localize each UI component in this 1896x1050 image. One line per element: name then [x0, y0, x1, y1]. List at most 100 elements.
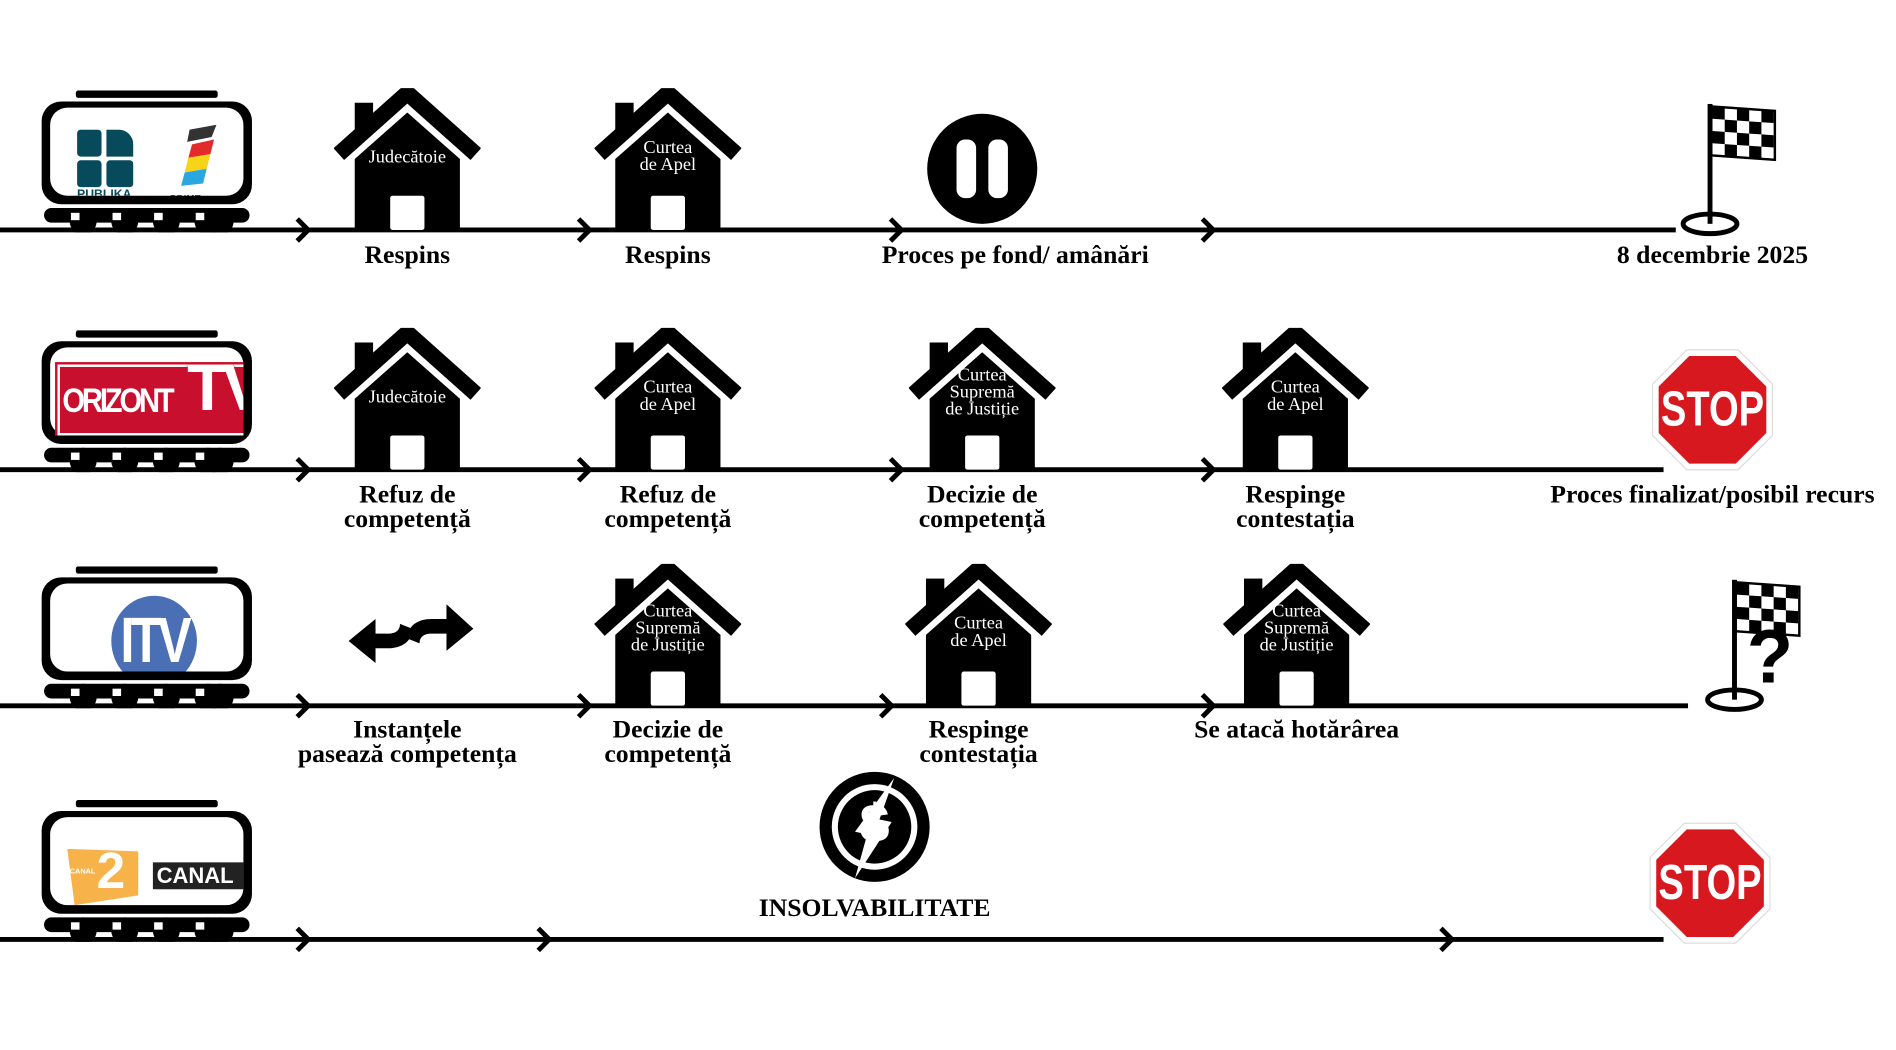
- step-label-line: Decizie de: [612, 714, 724, 744]
- step-label-line: Instanțele: [353, 714, 462, 744]
- arrow-chevron-icon: [295, 217, 312, 243]
- channel-logos: PUBLIKA PRIME: [50, 108, 243, 196]
- train-publika-prime: PUBLIKA PRIME: [41, 90, 252, 233]
- step-label-line: Decizie de: [926, 479, 1038, 509]
- court-name-line: de Justiție: [1259, 636, 1334, 656]
- step-label: Proces pe fond/ amânări: [882, 242, 1149, 268]
- swap-arrows-icon: [348, 604, 474, 663]
- pause-icon: [927, 113, 1038, 224]
- arrow-chevron-icon: [1200, 217, 1217, 243]
- stop-sign-text: STOP: [1658, 855, 1762, 910]
- arrow-chevron-icon: [295, 926, 312, 953]
- court-name-line: de Apel: [950, 631, 1007, 651]
- court-name-line: Curtea: [954, 614, 1004, 634]
- canal3-logo-text: CANAL: [156, 863, 234, 889]
- court-name-line: Supremă: [949, 382, 1015, 403]
- arrow-chevron-icon: [1439, 926, 1456, 953]
- step-label-line: Refuz de: [619, 479, 717, 509]
- itv-logo-text: ITV: [120, 605, 191, 672]
- orizont-tv-logo: [57, 364, 244, 436]
- itv-logo-circle: [111, 595, 197, 672]
- arrow-chevron-icon: [576, 456, 594, 483]
- court-name-line: Curtea: [643, 601, 693, 622]
- court-name-line: de Apel: [639, 155, 697, 175]
- stop-sign-icon: STOP: [1649, 822, 1771, 944]
- end-label: Proces finalizat/posibil recurs: [1550, 479, 1875, 509]
- publika-logo-icon: [77, 129, 134, 188]
- canal2-logo-text: CANAL: [69, 868, 96, 876]
- timeline-track: [0, 926, 1664, 953]
- orizont-logo-text: ORIZONT: [62, 381, 174, 420]
- publika-logo-text: PUBLIKA: [77, 188, 132, 196]
- step-label-line: competență: [604, 738, 732, 769]
- end-label-line: Proces finalizat/posibil recurs: [1550, 479, 1875, 509]
- step-label-line: Respins: [625, 239, 711, 270]
- step-label-line: INSOLVABILITATE: [758, 892, 991, 923]
- canal2-logo-number: 2: [96, 841, 126, 900]
- court-name-line: de Apel: [1267, 395, 1324, 415]
- channel-logos: CANAL 2 CANAL 3: [50, 817, 244, 906]
- court-name-line: de Justiție: [630, 636, 705, 656]
- dollar-sign: $: [859, 793, 890, 854]
- house-icon: [594, 88, 742, 230]
- house-icon: [1221, 327, 1369, 470]
- end-label-line: 8 decembrie 2025: [1616, 239, 1809, 270]
- court-name-line: de Apel: [639, 395, 697, 415]
- court-name-line: Curtea: [643, 138, 693, 158]
- house-icon: [905, 563, 1052, 706]
- step-label: Respins: [625, 239, 711, 270]
- train-canal2-canal3: CANAL 2 CANAL 3: [41, 799, 252, 942]
- finish-flag-icon: [1705, 579, 1801, 712]
- question-mark-icon: ?: [1746, 615, 1794, 700]
- arrow-chevron-icon: [878, 693, 896, 719]
- house-icon: [333, 327, 481, 470]
- train-itv: ITV: [41, 566, 252, 709]
- house-icon: [1223, 563, 1370, 706]
- step-label-line: Respinge: [928, 714, 1029, 744]
- arrow-chevron-icon: [1200, 693, 1217, 719]
- step-label-line: Refuz de: [359, 479, 456, 509]
- house-icon: [594, 563, 742, 706]
- court-house: Judecătoie: [333, 327, 481, 470]
- canal3-logo: [152, 862, 244, 890]
- arrow-chevron-icon: [1200, 456, 1217, 483]
- step-label: Se atacă hotărârea: [1194, 714, 1400, 744]
- end-label: 8 decembrie 2025: [1616, 239, 1809, 270]
- arrow-chevron-icon: [888, 456, 905, 483]
- step-label-line: Respins: [364, 239, 451, 270]
- step-label-line: competență: [918, 503, 1046, 534]
- train-orizont-tv: ORIZONT TV: [41, 330, 252, 473]
- arrow-chevron-icon: [576, 217, 594, 243]
- timeline-track: [0, 693, 1689, 719]
- court-name: Judecătoie: [334, 388, 481, 406]
- step-label-line: Se atacă hotărârea: [1194, 714, 1400, 744]
- arrow-chevron-icon: [295, 693, 312, 719]
- step-label: Respins: [364, 239, 451, 270]
- tv-logo-text: TV: [187, 351, 243, 425]
- finish-flag-icon: [1680, 103, 1777, 237]
- court-house: Judecătoie: [333, 88, 481, 230]
- house-icon: [908, 327, 1056, 470]
- house-icon: [594, 327, 742, 470]
- arrow-chevron-icon: [295, 456, 312, 483]
- court-name-line: Judecătoie: [368, 148, 447, 168]
- stop-sign-text: STOP: [1660, 382, 1765, 437]
- court-name-line: Supremă: [1263, 618, 1330, 639]
- step-label-line: competență: [604, 503, 732, 534]
